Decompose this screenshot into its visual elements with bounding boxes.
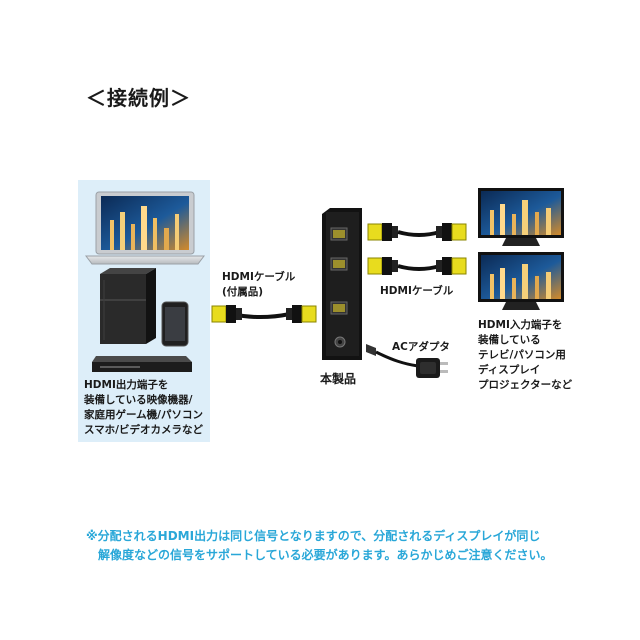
display-caption-line: プロジェクターなど [478,378,572,393]
display-devices-caption: HDMI入力端子を 装備している テレビ/パソコン用 ディスプレイ プロジェクタ… [478,318,572,393]
source-caption-line: HDMI出力端子を [84,378,203,393]
input-cable-label-line: (付属品) [222,285,295,300]
display-caption-line: 装備している [478,333,572,348]
source-caption-line: スマホ/ビデオカメラなど [84,423,203,438]
source-caption-line: 家庭用ゲーム機/パソコン [84,408,203,423]
smartphone-icon [162,302,188,346]
tv-monitor-icon [478,188,564,246]
bluray-player-icon [92,356,192,372]
display-caption-line: テレビ/パソコン用 [478,348,572,363]
input-cable-label: HDMIケーブル (付属品) [222,270,295,300]
footnote-note: ※分配されるHDMI出力は同じ信号となりますので、分配されるディスプレイが同じ … [86,527,552,565]
source-caption-line: 装備している映像機器/ [84,393,203,408]
input-cable-label-line: HDMIケーブル [222,270,295,285]
ac-adapter-label: ACアダプタ [392,340,450,355]
source-devices-caption: HDMI出力端子を 装備している映像機器/ 家庭用ゲーム機/パソコン スマホ/ビ… [84,378,203,438]
output-hdmi-cable-1 [368,223,466,241]
output-cable-label: HDMIケーブル [380,284,453,299]
input-hdmi-cable [212,305,316,323]
game-console-icon [100,268,156,344]
tv-monitor-icon [478,252,564,310]
laptop-icon [86,192,204,264]
hdmi-splitter-icon [322,208,362,360]
product-label: 本製品 [320,372,356,387]
display-caption-line: ディスプレイ [478,363,572,378]
output-hdmi-cable-2 [368,257,466,275]
footnote-line: 解像度などの信号をサポートしている必要があります。あらかじめご注意ください。 [86,546,552,565]
display-caption-line: HDMI入力端子を [478,318,572,333]
footnote-line: ※分配されるHDMI出力は同じ信号となりますので、分配されるディスプレイが同じ [86,527,552,546]
